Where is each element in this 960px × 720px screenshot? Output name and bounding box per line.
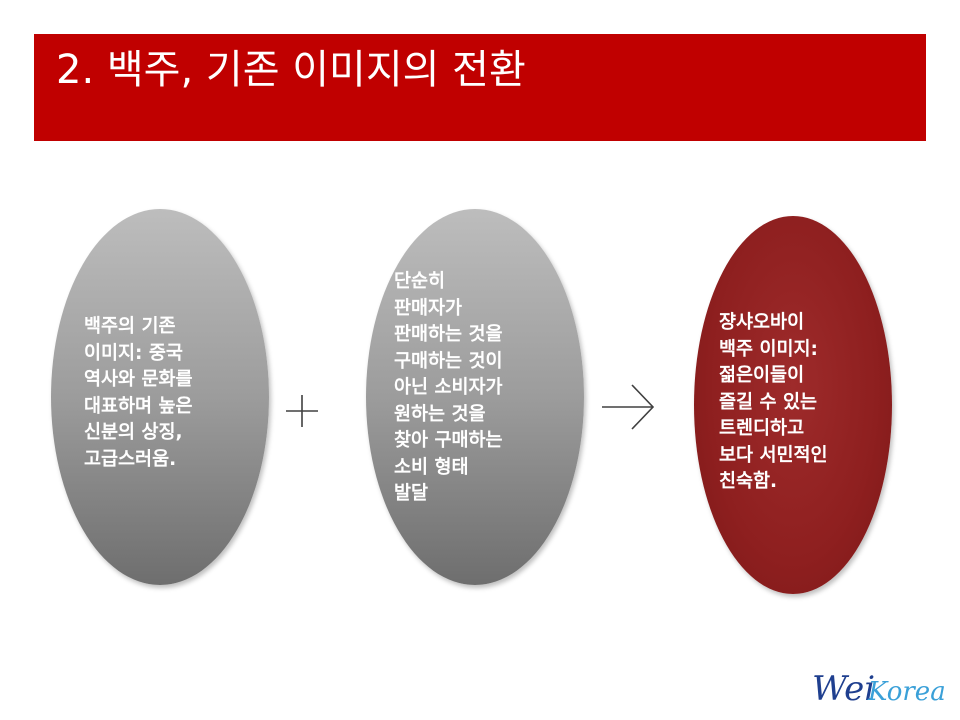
ellipse-line: 판매자가: [394, 297, 463, 319]
ellipse-line: 대표하며 높은: [84, 395, 193, 417]
ellipse-line: 신분의 상징,: [84, 422, 183, 443]
ellipse-line: 백주 이미지:: [719, 338, 818, 360]
ellipse-text-consumer-trend: 단순히 판매자가 판매하는 것을 구매하는 것이 아닌 소비자가 원하는 것을 …: [394, 269, 503, 508]
logo-text-wei: Wei: [812, 669, 875, 709]
ellipse-line: 고급스러움.: [84, 448, 177, 470]
ellipse-jiangxiaobai-image: [694, 216, 892, 594]
title-bar: 2. 백주, 기존 이미지의 전환: [34, 34, 926, 141]
ellipse-line: 쟝샤오바이: [719, 312, 805, 333]
ellipse-line: 소비 형태: [394, 456, 469, 478]
ellipse-line: 백주의 기존: [84, 316, 176, 337]
ellipse-line: 친숙함.: [719, 471, 778, 492]
ellipse-line: 트렌디하고: [719, 418, 805, 439]
ellipse-line: 판매하는 것을: [394, 324, 503, 345]
weikorea-logo: Wei Korea: [812, 669, 946, 709]
slide-title: 2. 백주, 기존 이미지의 전환: [56, 47, 526, 93]
ellipse-line: 아닌 소비자가: [394, 377, 503, 398]
ellipse-line: 원하는 것을: [394, 403, 486, 425]
ellipse-consumer-trend: [366, 209, 584, 585]
ellipse-text-existing-image: 백주의 기존 이미지: 중국 역사와 문화를 대표하며 높은 신분의 상징, 고…: [84, 314, 193, 473]
ellipse-text-jiangxiaobai-image: 쟝샤오바이 백주 이미지: 젊은이들이 즐길 수 있는 트렌디하고 보다 서민적…: [719, 310, 828, 496]
ellipse-line: 발달: [394, 483, 429, 504]
ellipse-line: 역사와 문화를: [84, 369, 193, 390]
arrow-right-icon: [602, 384, 655, 430]
ellipse-line: 구매하는 것이: [394, 350, 503, 372]
logo-text-korea: Korea: [867, 677, 946, 707]
ellipse-line: 젊은이들이: [719, 365, 805, 386]
plus-icon: [286, 395, 318, 427]
ellipse-line: 이미지: 중국: [84, 342, 183, 364]
ellipse-line: 보다 서민적인: [719, 444, 828, 466]
ellipse-line: 단순히: [394, 271, 446, 292]
ellipse-existing-image: [51, 209, 269, 585]
ellipse-line: 찾아 구매하는: [394, 430, 503, 451]
ellipse-line: 즐길 수 있는: [719, 391, 817, 413]
